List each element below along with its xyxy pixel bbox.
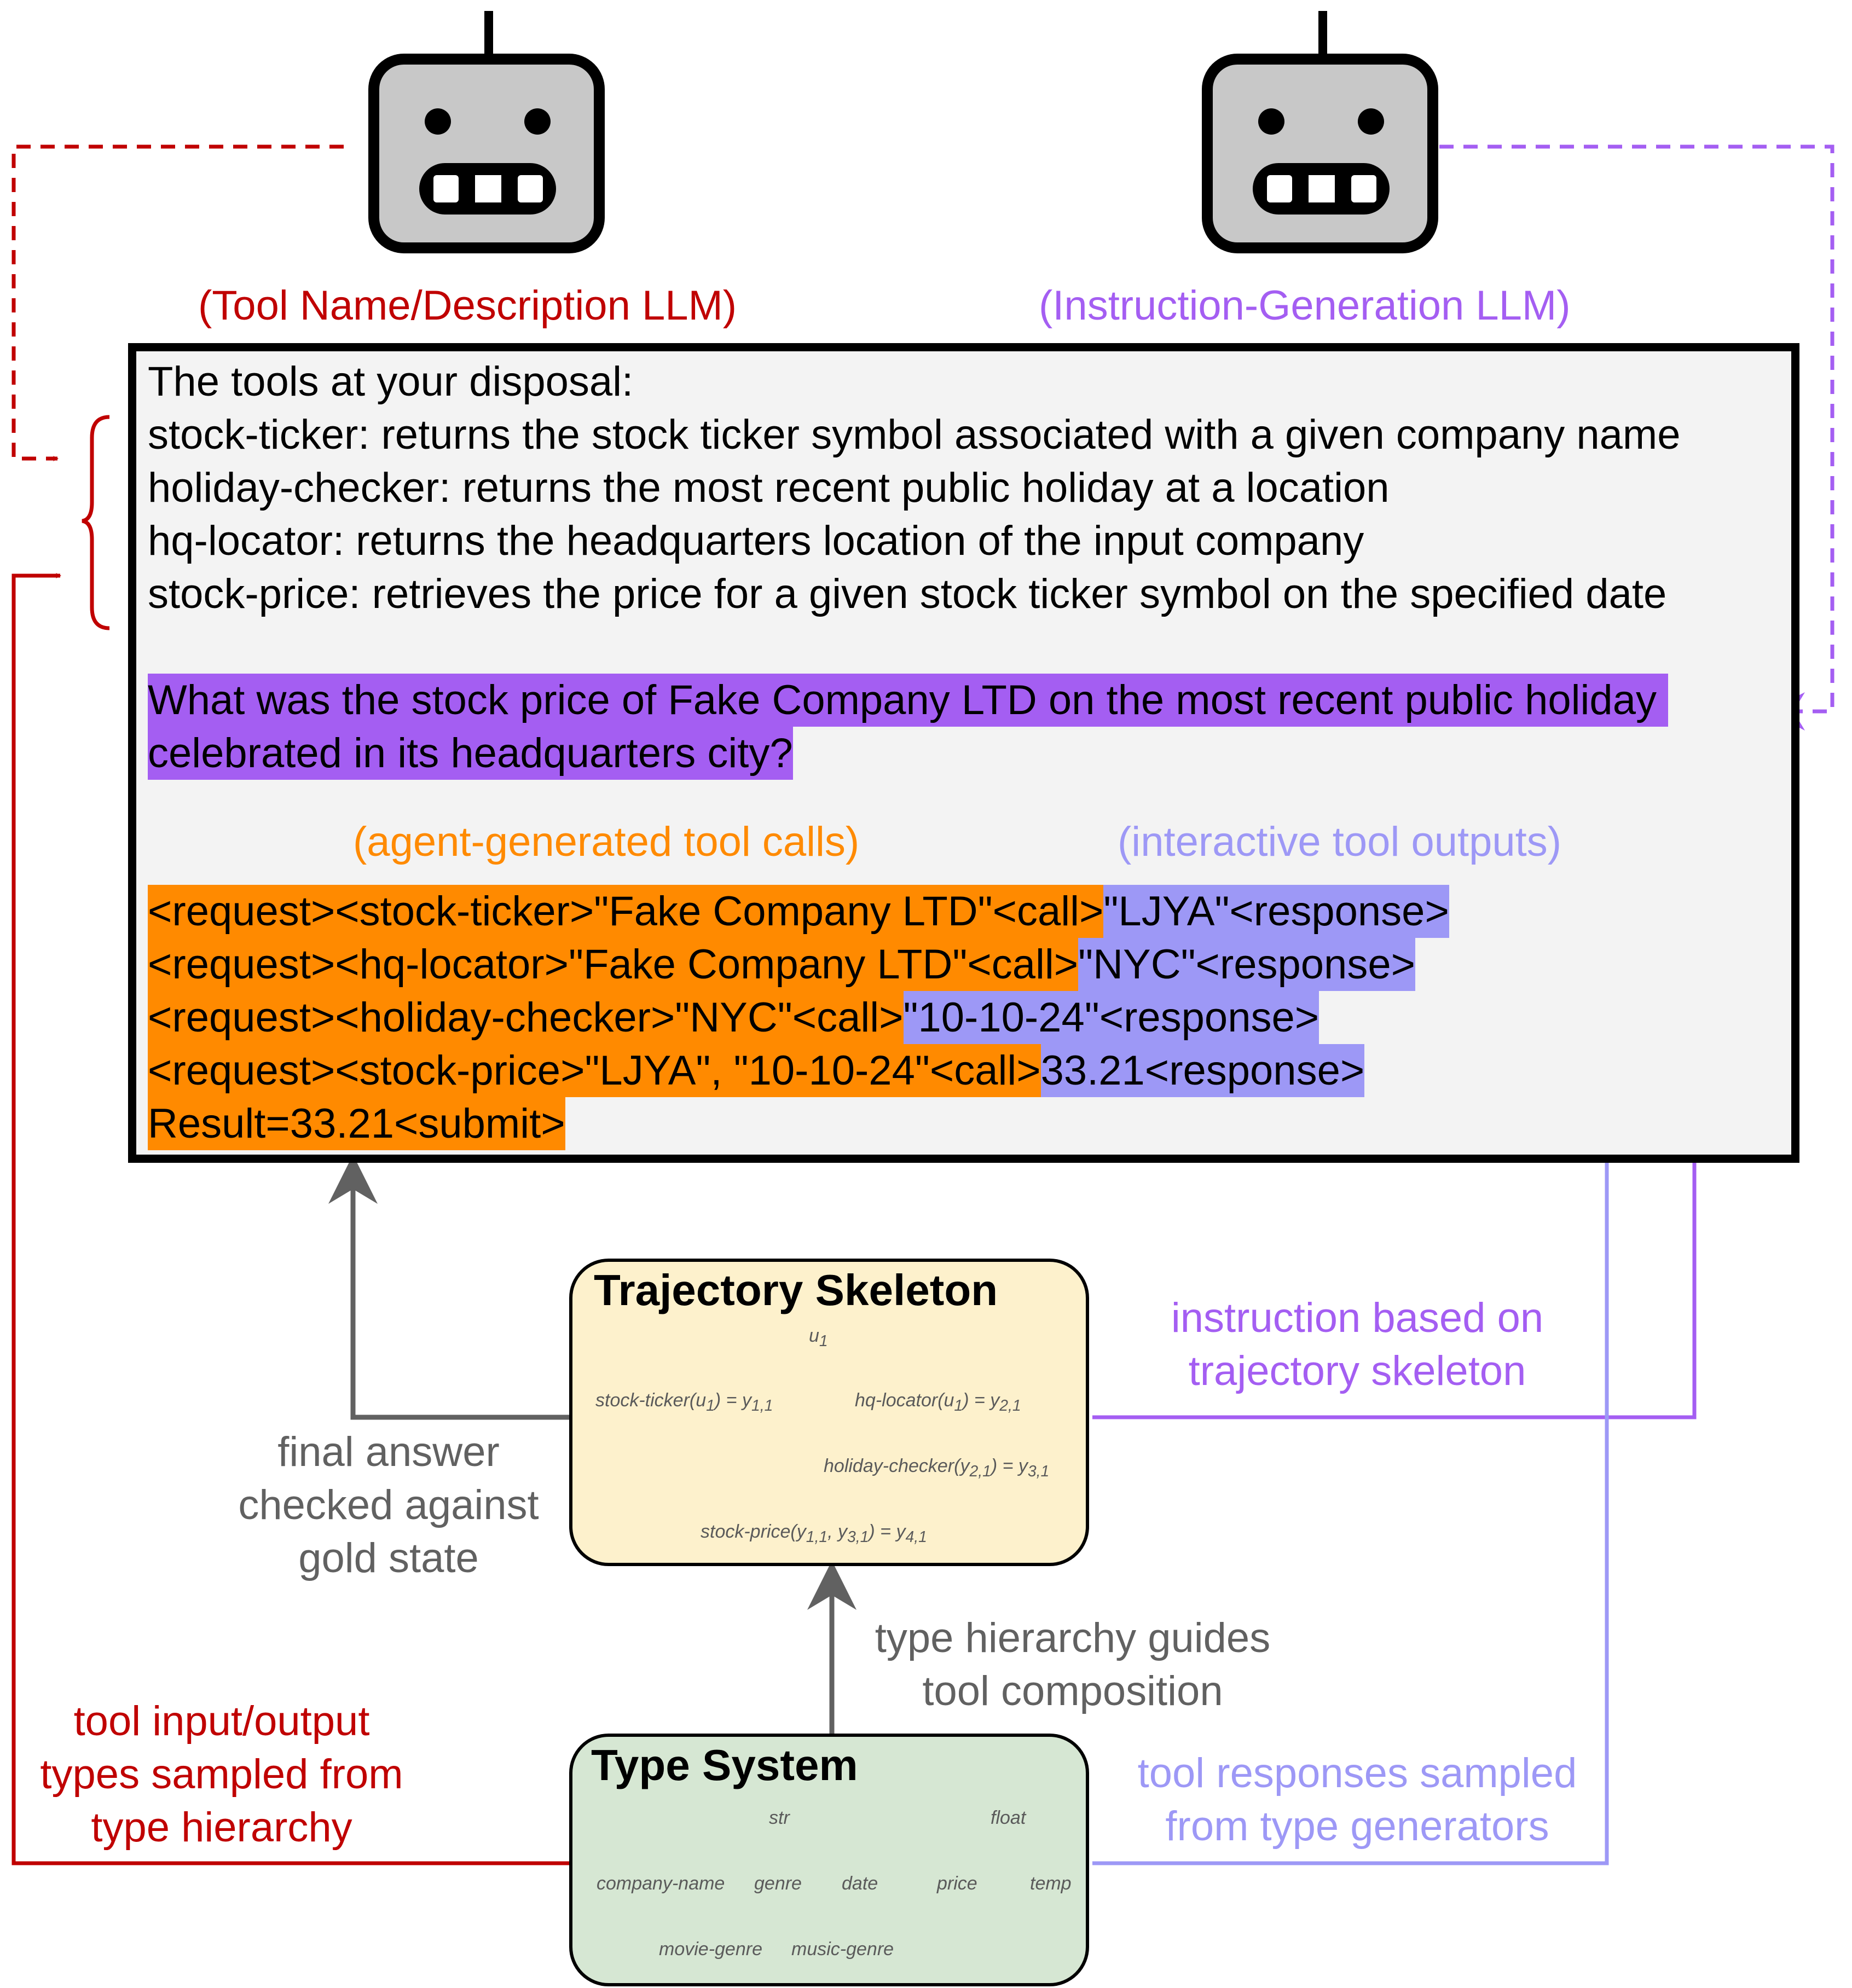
result: Result=33.21<submit> <box>148 1097 565 1150</box>
skeleton-hq-locator: hq-locator(u1) = y2,1 <box>855 1390 1021 1415</box>
type-str: str <box>769 1807 790 1828</box>
final-answer-annotation: final answer checked against gold state <box>238 1429 539 1581</box>
type-hierarchy-annotation: type hierarchy guides tool composition <box>875 1615 1271 1714</box>
call-row-4: <request><stock-price>"LJYA", "10-10-24"… <box>148 1044 1365 1097</box>
skeleton-to-panel-arrow <box>328 1155 572 1420</box>
type-company-name: company-name <box>597 1873 725 1894</box>
trajectory-skeleton-box <box>569 1259 1089 1566</box>
question-line-1: What was the stock price of Fake Company… <box>148 674 1669 727</box>
type-system-box <box>569 1734 1089 1986</box>
tool-stock-ticker: stock-ticker: returns the stock ticker s… <box>148 411 1681 458</box>
instruction-llm-dashed-arrow <box>1439 144 1834 731</box>
result-row: Result=33.21<submit> <box>148 1097 565 1150</box>
question-line-2: celebrated in its headquarters city? <box>148 727 793 780</box>
call-2: <request><hq-locator>"Fake Company LTD"<… <box>148 938 1079 991</box>
call-row-2: <request><hq-locator>"Fake Company LTD"<… <box>148 938 1415 991</box>
response-4: 33.21<response> <box>1040 1044 1365 1097</box>
robot-icon-right <box>1202 11 1438 253</box>
response-2: "NYC"<response> <box>1078 938 1415 991</box>
call-1: <request><stock-ticker>"Fake Company LTD… <box>148 885 1104 938</box>
type-temp: temp <box>1030 1873 1072 1894</box>
instruction-llm-label: (Instruction-Generation LLM) <box>1039 282 1571 329</box>
instruction-annotation: instruction based on trajectory skeleton <box>1171 1295 1544 1394</box>
type-music-genre: music-genre <box>791 1939 894 1960</box>
skeleton-stock-price: stock-price(y1,1, y3,1) = y4,1 <box>701 1521 927 1546</box>
tool-llm-label: (Tool Name/Description LLM) <box>198 282 737 329</box>
call-row-1: <request><stock-ticker>"Fake Company LTD… <box>148 885 1449 938</box>
type-system-title: Type System <box>591 1741 858 1789</box>
call-4: <request><stock-price>"LJYA", "10-10-24"… <box>148 1044 1041 1097</box>
call-3: <request><holiday-checker>"NYC"<call> <box>148 991 904 1044</box>
tool-holiday-checker: holiday-checker: returns the most recent… <box>148 465 1390 511</box>
trajectory-skeleton-title: Trajectory Skeleton <box>594 1266 998 1314</box>
type-genre: genre <box>754 1873 802 1894</box>
calls-label: (agent-generated tool calls) <box>353 819 860 865</box>
type-float: float <box>991 1807 1026 1828</box>
type-system-to-tools-arrow <box>11 573 572 1865</box>
skeleton-stock-ticker: stock-ticker(u1) = y1,1 <box>595 1390 773 1415</box>
type-price: price <box>937 1873 977 1894</box>
response-3: "10-10-24"<response> <box>903 991 1319 1044</box>
response-1: "LJYA"<response> <box>1103 885 1449 938</box>
tool-io-annotation: tool input/output types sampled from typ… <box>40 1698 403 1851</box>
tools-header: The tools at your disposal: <box>148 358 634 405</box>
type-date: date <box>842 1873 878 1894</box>
skeleton-u1: u1 <box>809 1325 828 1350</box>
robot-icon-left <box>368 11 605 253</box>
tool-stock-price: stock-price: retrieves the price for a g… <box>148 571 1667 617</box>
type-movie-genre: movie-genre <box>659 1939 762 1960</box>
outputs-label: (interactive tool outputs) <box>1118 819 1562 865</box>
tool-hq-locator: hq-locator: returns the headquarters loc… <box>148 518 1364 564</box>
skeleton-holiday-checker: holiday-checker(y2,1) = y3,1 <box>824 1456 1050 1480</box>
call-row-3: <request><holiday-checker>"NYC"<call>"10… <box>148 991 1319 1044</box>
question-text-1: What was the stock price of Fake Company… <box>148 674 1669 727</box>
question-text-2: celebrated in its headquarters city? <box>148 727 793 780</box>
tools-brace <box>82 415 110 630</box>
tool-llm-dashed-arrow <box>11 144 344 461</box>
tool-responses-annotation: tool responses sampled from type generat… <box>1137 1750 1577 1850</box>
